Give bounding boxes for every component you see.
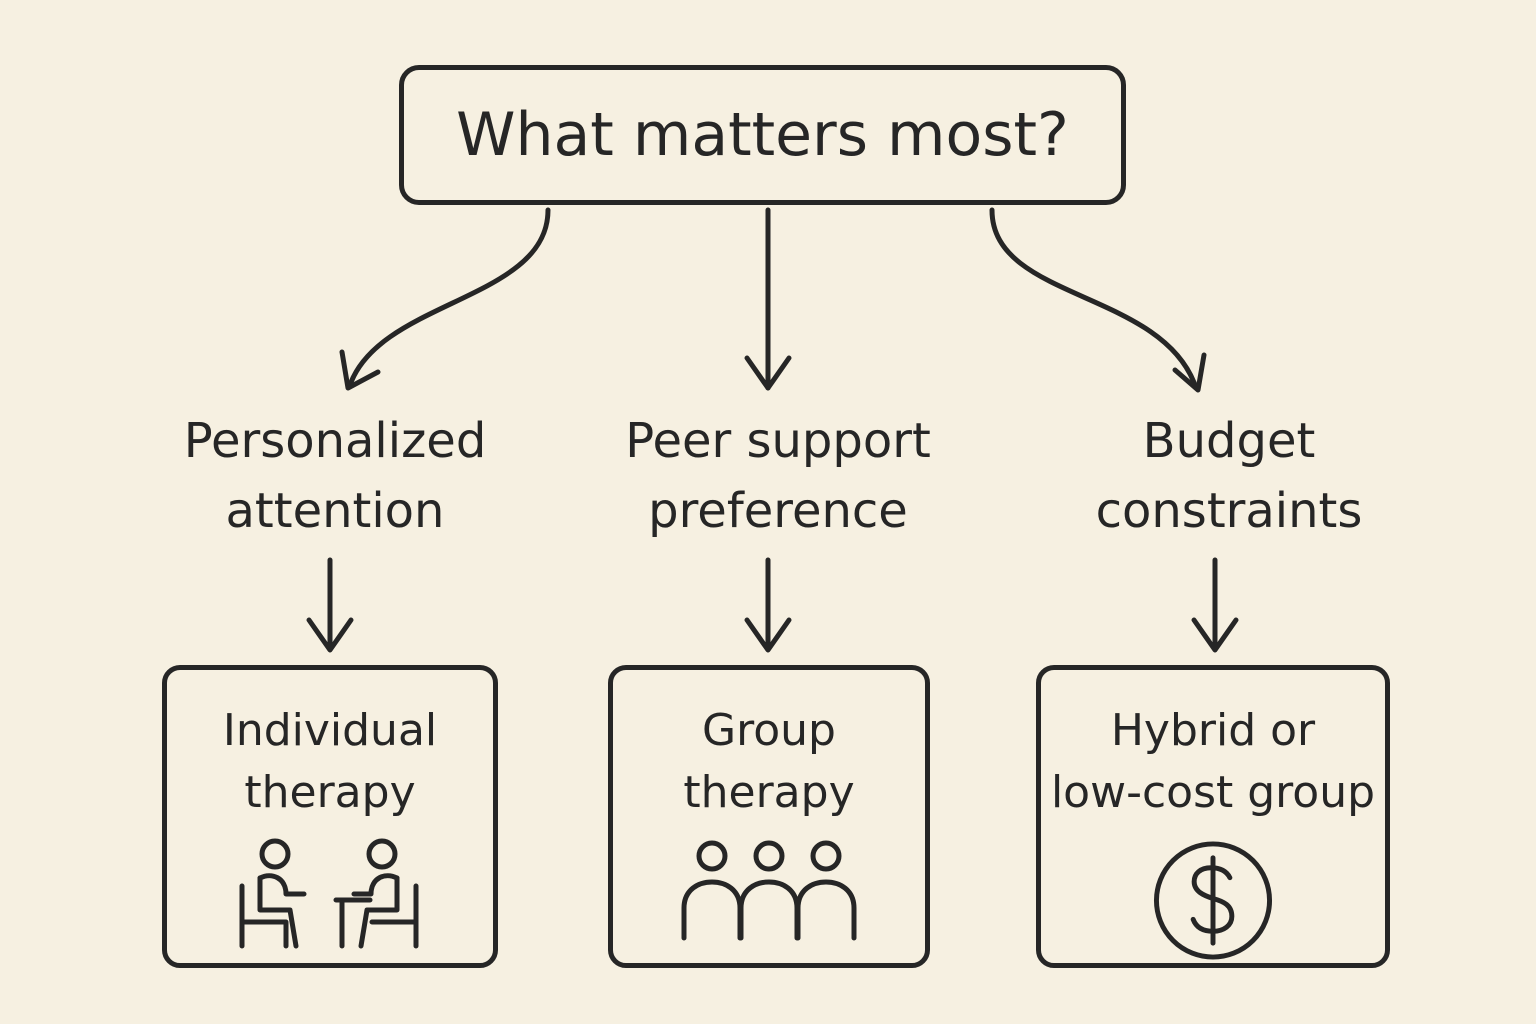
arrowhead-right bbox=[1172, 352, 1207, 393]
criterion-personalized-attention: Personalized attention bbox=[150, 406, 520, 546]
criterion-line: Personalized bbox=[183, 413, 487, 469]
criterion-line: preference bbox=[648, 483, 908, 539]
arrowhead-center bbox=[744, 355, 792, 391]
arrowhead-individual bbox=[306, 617, 354, 653]
option-title: Individual therapy bbox=[223, 700, 437, 824]
option-individual-therapy: Individual therapy bbox=[162, 665, 498, 968]
option-title-line: Hybrid or bbox=[1110, 705, 1316, 756]
dollar-coin-icon bbox=[1153, 841, 1273, 960]
criterion-budget-constraints: Budget constraints bbox=[1058, 406, 1400, 546]
option-title: Hybrid or low-cost group bbox=[1051, 700, 1375, 824]
arrow-to-personalized bbox=[347, 207, 551, 388]
criterion-line: Peer support bbox=[625, 413, 931, 469]
option-title-line: low-cost group bbox=[1050, 767, 1376, 818]
two-people-seated-icon bbox=[239, 838, 419, 949]
criterion-line: attention bbox=[225, 483, 445, 539]
option-group-therapy: Group therapy bbox=[608, 665, 930, 968]
criterion-line: Budget bbox=[1142, 413, 1316, 469]
arrowhead-left bbox=[339, 349, 381, 391]
arrowhead-group bbox=[744, 617, 792, 653]
option-title-line: therapy bbox=[244, 767, 416, 818]
group-people-icon bbox=[681, 840, 857, 941]
criterion-line: constraints bbox=[1095, 483, 1363, 539]
option-title-line: Individual bbox=[222, 705, 438, 756]
option-title-line: therapy bbox=[683, 767, 855, 818]
option-title-line: Group bbox=[702, 705, 836, 756]
arrowhead-hybrid bbox=[1191, 617, 1239, 653]
criterion-peer-support: Peer support preference bbox=[590, 406, 966, 546]
option-hybrid-low-cost: Hybrid or low-cost group bbox=[1036, 665, 1390, 968]
option-title: Group therapy bbox=[683, 700, 854, 824]
root-question-box: What matters most? bbox=[399, 65, 1126, 205]
root-question: What matters most? bbox=[456, 100, 1069, 170]
arrow-to-budget bbox=[989, 207, 1198, 388]
